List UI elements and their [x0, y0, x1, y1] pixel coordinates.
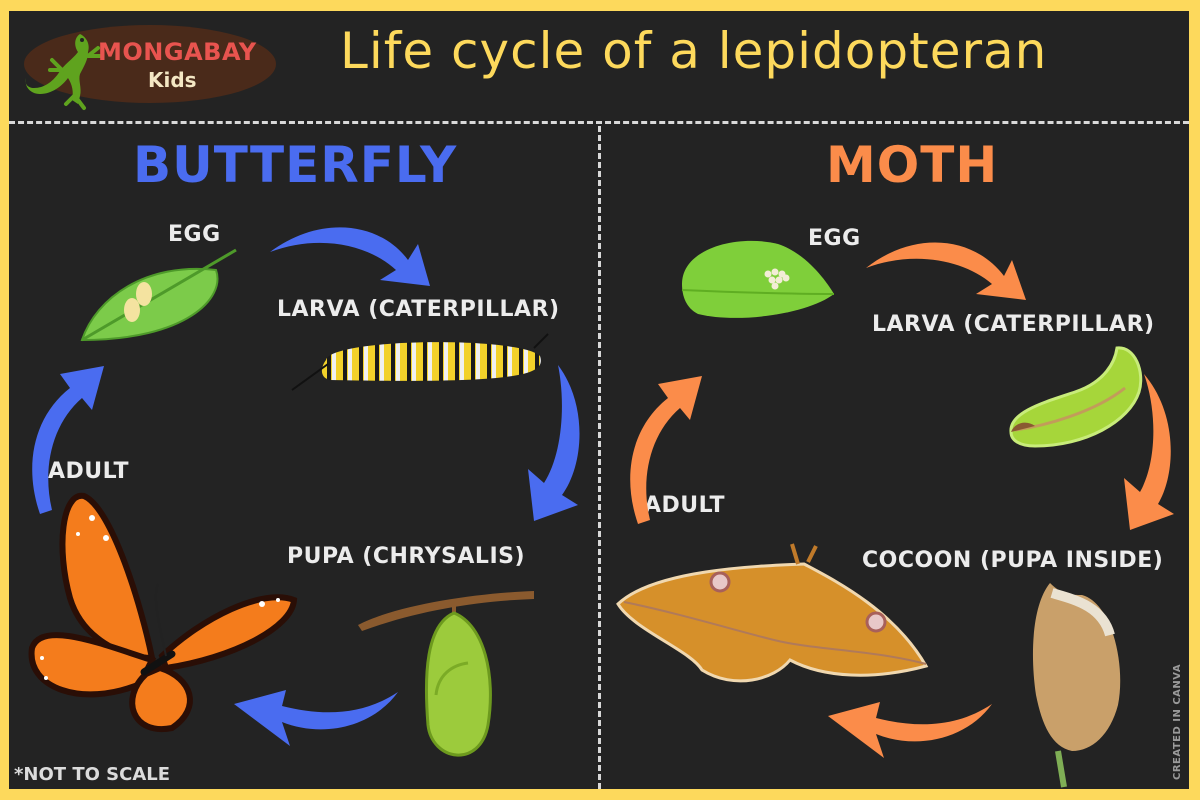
- leaf-with-eggs-icon: [80, 248, 237, 342]
- chrysalis-icon: [358, 591, 534, 757]
- arrow-adult-to-egg-moth: [630, 376, 702, 524]
- leaf-with-eggs-icon: [681, 240, 835, 318]
- arrow-cocoon-to-adult: [828, 702, 992, 758]
- monarch-caterpillar-icon: [291, 333, 549, 391]
- gecko-icon: [25, 34, 102, 110]
- logo-name: MONGABAY: [98, 38, 257, 66]
- arrow-larva-to-cocoon: [1124, 374, 1174, 530]
- moth-stage-egg-label: EGG: [808, 226, 861, 251]
- cocoon-icon: [1032, 583, 1121, 788]
- moth-stage-larva-label: LARVA (CATERPILLAR): [872, 312, 1155, 337]
- butterfly-heading: BUTTERFLY: [133, 136, 458, 194]
- moth-stage-adult-label: ADULT: [644, 493, 726, 518]
- horizontal-divider: [9, 121, 1189, 124]
- arrow-larva-to-pupa: [528, 365, 580, 521]
- silk-moth-icon: [616, 543, 929, 683]
- logo-subtitle: Kids: [148, 68, 197, 92]
- butterfly-stage-larva-label: LARVA (CATERPILLAR): [277, 297, 560, 322]
- vertical-divider: [598, 126, 601, 789]
- page-title: Life cycle of a lepidopteran: [340, 22, 1048, 80]
- canva-credit: CREATED IN CANVA: [1172, 663, 1183, 780]
- green-caterpillar-icon: [1009, 346, 1143, 448]
- moth-heading: MOTH: [826, 136, 999, 194]
- moth-stage-cocoon-label: COCOON (PUPA INSIDE): [862, 548, 1164, 573]
- arrow-pupa-to-adult: [234, 690, 398, 746]
- butterfly-stage-egg-label: EGG: [168, 222, 221, 247]
- not-to-scale-note: *NOT TO SCALE: [14, 764, 171, 785]
- logo-oval: [24, 25, 276, 103]
- arrow-egg-to-larva-moth: [866, 242, 1026, 300]
- butterfly-stage-adult-label: ADULT: [48, 459, 130, 484]
- arrow-egg-to-larva: [270, 227, 430, 286]
- monarch-butterfly-icon: [28, 492, 298, 733]
- butterfly-stage-pupa-label: PUPA (CHRYSALIS): [287, 544, 526, 569]
- arrow-adult-to-egg: [32, 366, 104, 514]
